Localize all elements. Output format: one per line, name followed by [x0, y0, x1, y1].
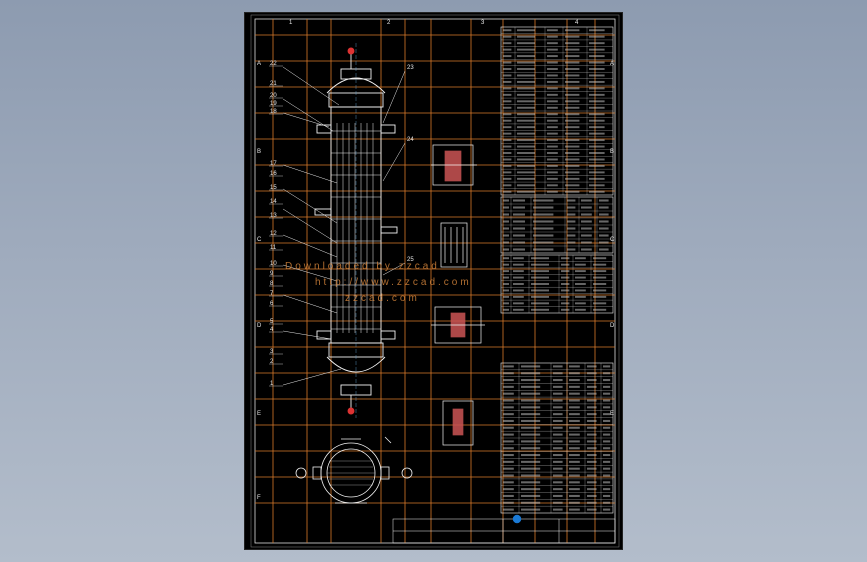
part-callout: 10 — [270, 261, 277, 267]
detail-views — [431, 144, 485, 446]
part-callout: 4 — [270, 327, 274, 333]
row-label-right: B — [610, 149, 614, 155]
watermark-text: zzcad.com — [345, 293, 420, 304]
column-label: 2 — [387, 20, 391, 26]
column-label: 4 — [575, 20, 579, 26]
watermark: Downloaded by zzcad http://www.zzcad.com z… — [285, 261, 472, 304]
part-callout: 8 — [270, 281, 274, 287]
column-labels: 1 2 3 4 — [289, 20, 579, 26]
part-callout: 18 — [270, 109, 277, 115]
watermark-text: Downloaded by zzcad — [285, 261, 440, 272]
part-callout: 22 — [270, 61, 277, 67]
part-callout: 25 — [407, 257, 414, 263]
row-label-left: B — [257, 149, 261, 155]
row-label-left: A — [257, 61, 261, 67]
part-callout: 9 — [270, 271, 274, 277]
part-callout: 20 — [270, 93, 277, 99]
part-callout: 24 — [407, 137, 414, 143]
callouts-right: 23 24 25 — [407, 65, 414, 263]
specification-tables — [500, 26, 614, 514]
row-labels-right: A B C D E — [610, 61, 615, 417]
part-callout: 13 — [270, 213, 277, 219]
part-callout: 1 — [270, 381, 274, 387]
part-callout: 2 — [270, 359, 274, 365]
row-label-right: E — [610, 411, 614, 417]
part-callout: 6 — [270, 301, 274, 307]
part-callout: 12 — [270, 231, 277, 237]
row-label-left: D — [257, 323, 262, 329]
row-label-right: C — [610, 237, 615, 243]
part-callout: 16 — [270, 171, 277, 177]
part-callout: 5 — [270, 319, 274, 325]
outer-border — [250, 14, 620, 548]
row-labels-left: A B C D E F — [257, 61, 262, 501]
part-callout: 21 — [270, 81, 277, 87]
part-callout: 15 — [270, 185, 277, 191]
row-label-left: C — [257, 237, 262, 243]
callout-leaders — [282, 66, 406, 386]
vessel-top-view — [295, 436, 413, 504]
part-callout: 7 — [270, 291, 274, 297]
row-label-right: A — [610, 61, 614, 67]
part-callout: 14 — [270, 199, 277, 205]
title-block — [392, 514, 616, 544]
watermark-text: http://www.zzcad.com — [315, 277, 472, 288]
vessel-elevation — [314, 43, 398, 418]
part-callout: 11 — [270, 245, 277, 251]
row-label-left: F — [257, 495, 261, 501]
part-callout: 23 — [407, 65, 414, 71]
row-label-left: E — [257, 411, 261, 417]
part-callout: 3 — [270, 349, 274, 355]
column-label: 3 — [481, 20, 485, 26]
part-callout: 19 — [270, 101, 277, 107]
row-label-right: D — [610, 323, 615, 329]
column-label: 1 — [289, 20, 293, 26]
part-callout: 17 — [270, 161, 277, 167]
